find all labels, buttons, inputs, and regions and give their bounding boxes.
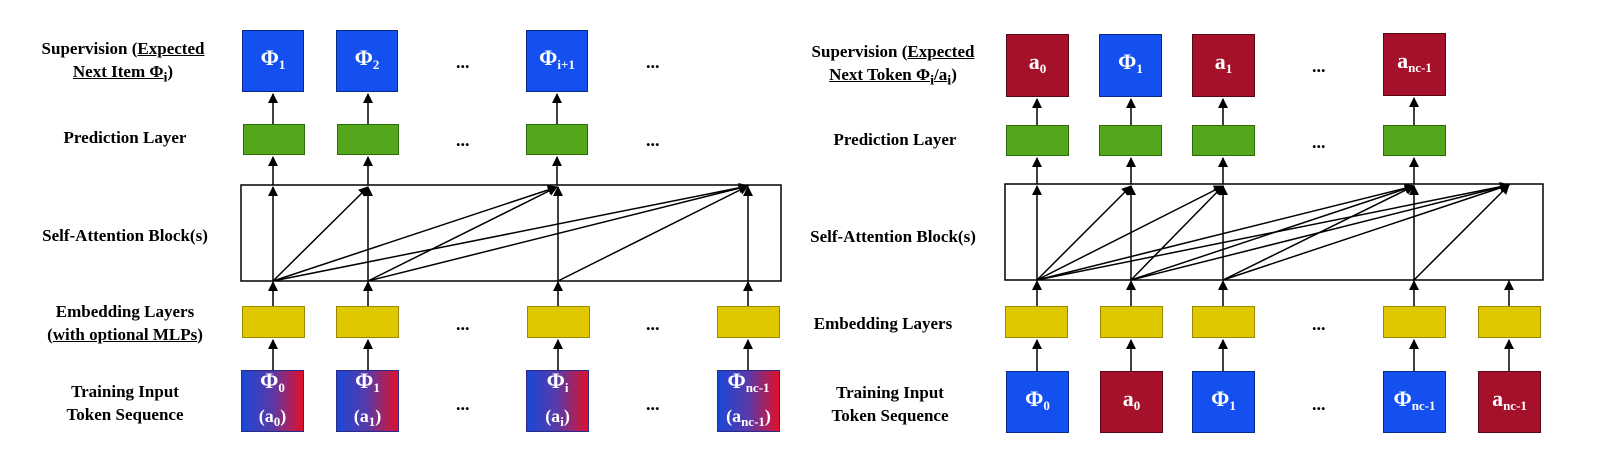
right-prediction-block: [1006, 125, 1069, 156]
left-supervision-phi-2: Φ2: [336, 30, 398, 92]
left-prediction-block: [243, 124, 305, 155]
left-input-token-0: Φ0 (a0): [241, 368, 304, 432]
left-embedding-block: [527, 306, 590, 338]
left-supervision-phi-1: Φ1: [242, 30, 304, 92]
right-prediction-block: [1383, 125, 1446, 156]
left-supervision-phi-i-plus-1: Φi+1: [526, 30, 588, 92]
left-supervision-ellipsis-2: ...: [646, 52, 660, 72]
right-supervision-phi-1: Φ1: [1099, 34, 1162, 97]
left-input-token-1: Φ1 (a1): [336, 368, 399, 432]
right-embedding-block: [1005, 306, 1068, 338]
right-embedding-block: [1383, 306, 1446, 338]
left-embedding-block: [717, 306, 780, 338]
right-diagram: Supervision (Expected Next Token Φi/ai) …: [800, 0, 1600, 470]
right-prediction-ellipsis: ...: [1312, 132, 1326, 152]
left-input-ellipsis-1: ...: [456, 394, 470, 414]
right-embedding-ellipsis: ...: [1312, 314, 1326, 334]
right-supervision-a-nc-1: anc-1: [1383, 33, 1446, 96]
left-prediction-ellipsis-1: ...: [456, 130, 470, 150]
left-embedding-ellipsis-2: ...: [646, 314, 660, 334]
prediction-row-label: Prediction Layer: [833, 130, 957, 149]
right-supervision-a-1: a1: [1192, 34, 1255, 97]
left-prediction-block: [337, 124, 399, 155]
left-embedding-ellipsis-1: ...: [456, 314, 470, 334]
right-input-phi-0: Φ0: [1006, 371, 1069, 433]
left-input-ellipsis-2: ...: [646, 394, 660, 414]
right-supervision-a-0: a0: [1006, 34, 1069, 97]
embedding-row-label: Embedding Layers (with optional MLPs): [47, 302, 203, 344]
embedding-row-label: Embedding Layers: [813, 314, 953, 333]
attention-row-label: Self-Attention Block(s): [810, 227, 976, 246]
input-row-label: Training Input Token Sequence: [66, 382, 184, 424]
right-prediction-block: [1099, 125, 1162, 156]
right-input-a-0: a0: [1100, 371, 1163, 433]
right-input-a-nc-1: anc-1: [1478, 371, 1541, 433]
right-prediction-block: [1192, 125, 1255, 156]
right-input-ellipsis: ...: [1312, 394, 1326, 414]
right-supervision-ellipsis: ...: [1312, 56, 1326, 76]
left-input-token-i: Φi (ai): [526, 368, 589, 432]
supervision-row-label: Supervision (Expected Next Item Φi): [41, 39, 205, 86]
input-row-label: Training Input Token Sequence: [831, 383, 949, 425]
right-input-phi-1: Φ1: [1192, 371, 1255, 433]
prediction-row-label: Prediction Layer: [63, 128, 187, 147]
right-self-attention-block: [1004, 183, 1544, 281]
right-input-phi-nc-1: Φnc-1: [1383, 371, 1446, 433]
left-prediction-block: [526, 124, 588, 155]
attention-row-label: Self-Attention Block(s): [42, 226, 208, 245]
left-input-token-nc-1: Φnc-1 (anc-1): [717, 368, 780, 432]
left-diagram: Supervision (Expected Next Item Φi) Pred…: [41, 30, 782, 432]
right-attention-connections: [1004, 97, 1544, 371]
left-attention-connections: [240, 93, 782, 370]
left-prediction-ellipsis-2: ...: [646, 130, 660, 150]
left-supervision-ellipsis-1: ...: [456, 52, 470, 72]
right-embedding-block: [1478, 306, 1541, 338]
left-embedding-block: [242, 306, 305, 338]
left-self-attention-block: [240, 184, 782, 282]
right-embedding-block: [1100, 306, 1163, 338]
right-embedding-block: [1192, 306, 1255, 338]
supervision-row-label: Supervision (Expected Next Token Φi/ai): [811, 42, 975, 89]
left-embedding-block: [336, 306, 399, 338]
